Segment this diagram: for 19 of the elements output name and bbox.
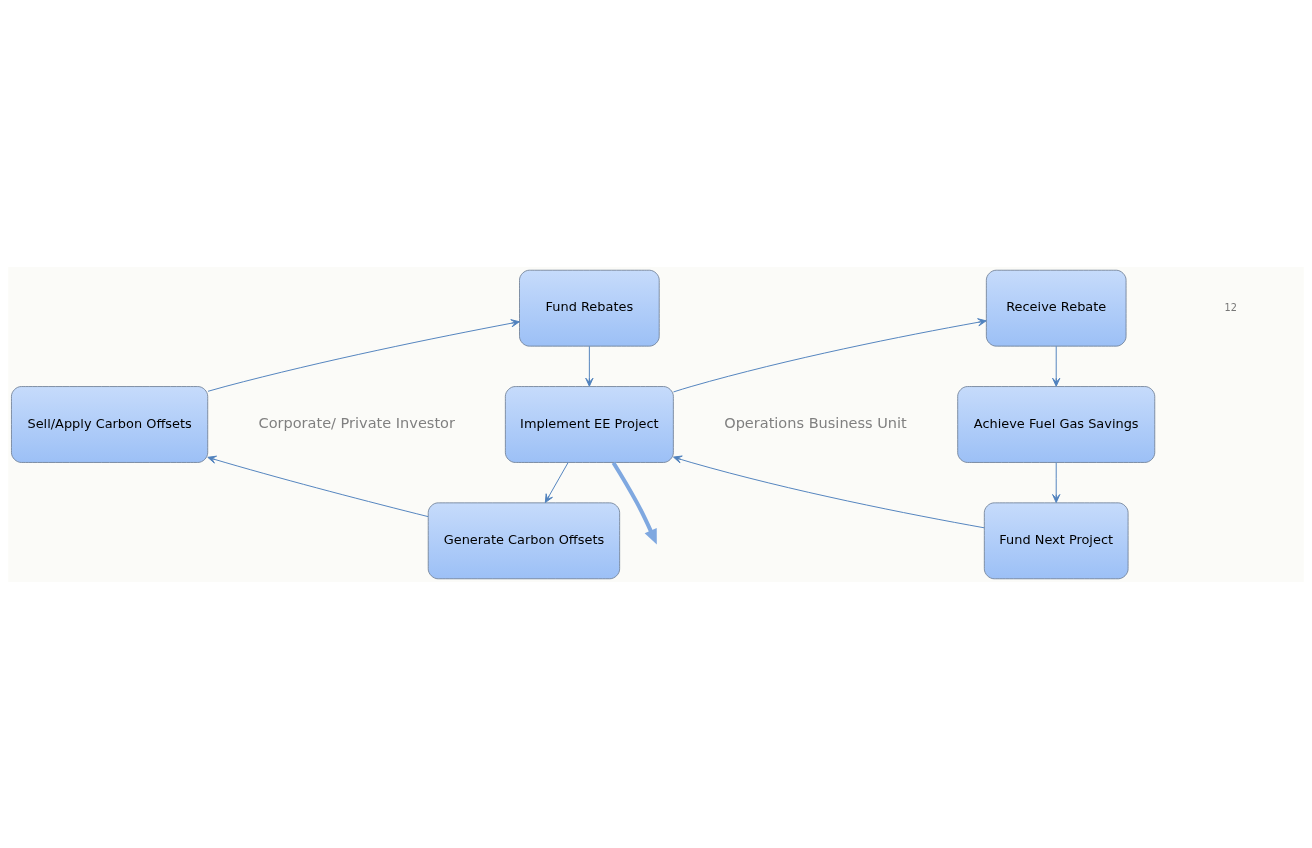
node-box: Sell/Apply Carbon Offsets (11, 385, 209, 463)
node-box: Implement EE Project (504, 385, 674, 463)
label: Corporate/ Private Investor (258, 414, 455, 431)
arrow (585, 345, 594, 387)
node-box: Fund Next Project (983, 501, 1129, 579)
label: 12 (1224, 301, 1237, 313)
node-box: Fund Rebates (519, 269, 660, 347)
arrow (673, 317, 987, 392)
label: Operations Business Unit (724, 414, 907, 431)
arrow (1052, 461, 1061, 503)
arrow (207, 318, 520, 392)
arrow (207, 455, 429, 517)
arrow (544, 461, 569, 503)
arrow (1052, 345, 1061, 387)
arrow (611, 461, 657, 545)
node-box: Generate Carbon Offsets (427, 501, 621, 579)
node-box: Receive Rebate (985, 269, 1127, 347)
arrow (673, 455, 985, 528)
node-box: Achieve Fuel Gas Savings (957, 385, 1156, 463)
